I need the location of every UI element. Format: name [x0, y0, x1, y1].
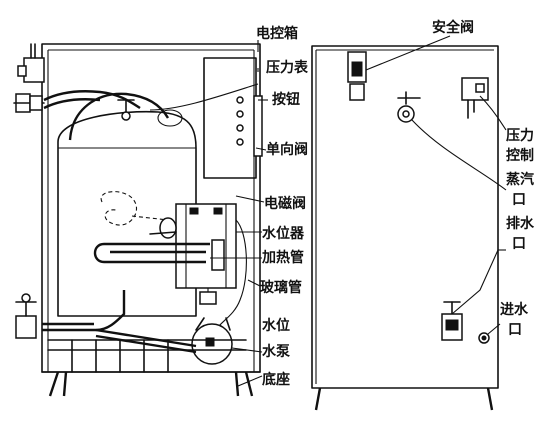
label-solenoid-valve: 电磁阀: [264, 195, 306, 212]
left-unit-internal-view: [13, 43, 263, 397]
safety-valve: [347, 35, 451, 101]
label-water-level-device: 水位器: [262, 225, 305, 242]
control-buttons: [236, 96, 244, 146]
label-glass-tube-line2: 水位: [262, 317, 290, 334]
label-steam-outlet-line1: 蒸汽: [506, 171, 534, 188]
label-glass-tube-line1: 玻璃管: [260, 279, 302, 296]
label-water-pump: 水泵: [262, 343, 290, 360]
label-steam-outlet-line2: 口: [512, 192, 526, 208]
dashed-valve-illustration: [100, 191, 177, 239]
left-wall-pipe-valve: [13, 90, 141, 113]
base-frame: [41, 339, 261, 397]
label-water-inlet-line1: 进水: [500, 301, 529, 318]
heating-tube: [93, 242, 210, 264]
label-control-box: 电控箱: [256, 25, 298, 42]
right-cabinet-frame: [311, 45, 499, 389]
label-safety-valve: 安全阀: [432, 19, 474, 36]
top-handwheel-valve: [397, 91, 507, 191]
label-base: 底座: [262, 371, 290, 388]
control-box-panel: [203, 57, 257, 179]
label-button: 按钮: [272, 91, 300, 108]
label-water-inlet-line2: 口: [508, 322, 522, 338]
water-level-assembly: [175, 203, 237, 305]
label-pressure-control-line2: 控制: [506, 147, 534, 164]
water-inlet-fitting: [478, 323, 501, 344]
label-pressure-gauge: 压力表: [266, 59, 309, 76]
labels-left: 电控箱 压力表 按钮 单向阀 电磁阀 水位器 加热管 玻璃管 水位 水泵 底座: [256, 25, 309, 388]
pressure-control-switch: [461, 77, 507, 131]
glass-level-tube: [215, 219, 247, 331]
water-pump: [191, 317, 233, 365]
label-pressure-control-line1: 压力: [506, 127, 534, 144]
label-heating-tube: 加热管: [261, 249, 304, 266]
label-drain-outlet-line1: 排水: [506, 215, 535, 232]
inlet-valve-handwheel: [15, 293, 37, 339]
label-drain-outlet-line2: 口: [512, 236, 526, 252]
top-steam-outlet-fitting: [17, 43, 45, 83]
label-check-valve: 单向阀: [266, 141, 308, 158]
right-unit-exterior-view: [311, 35, 507, 411]
left-leader-lines: [210, 40, 268, 387]
drain-valve: [441, 249, 506, 341]
labels-right: 安全阀 压力 控制 蒸汽 口 排水 口 进水 口: [432, 19, 535, 338]
